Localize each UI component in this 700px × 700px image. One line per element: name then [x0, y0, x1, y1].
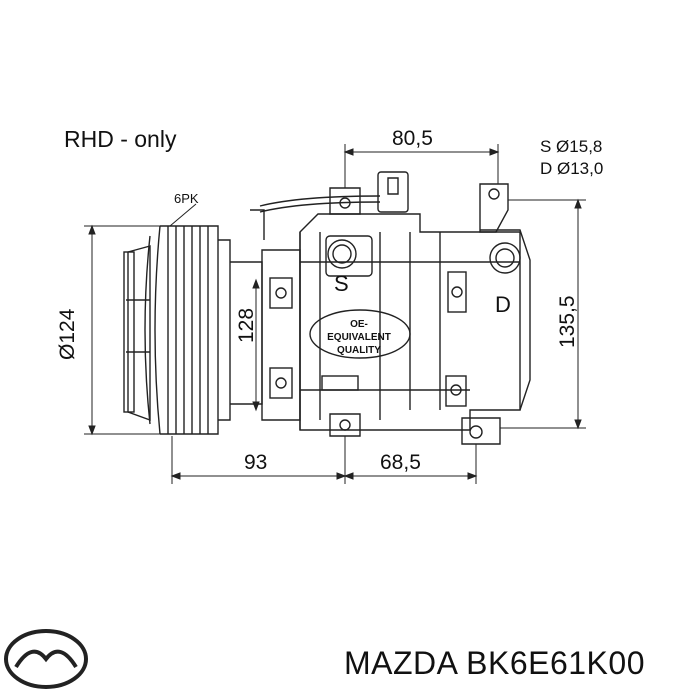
dim-mount-height: 128	[235, 307, 258, 343]
suction-port-marker: S	[334, 271, 349, 296]
dimension-lines	[84, 144, 586, 484]
discharge-port-marker: D	[495, 292, 511, 317]
belt-type-label: 6PK	[174, 191, 199, 206]
mazda-logo-icon	[4, 629, 88, 689]
dim-top-width: 80,5	[392, 127, 433, 150]
dim-body-height: 135,5	[556, 295, 579, 348]
discharge-port-spec: D Ø13,0	[540, 159, 604, 178]
dim-rear-length: 68,5	[380, 451, 421, 474]
compressor-body	[299, 213, 521, 431]
electrical-connector	[250, 171, 409, 240]
pulley	[123, 225, 231, 435]
dim-pulley-diameter: Ø124	[56, 308, 79, 360]
brand-part-caption: MAZDA BK6E61K00	[344, 645, 645, 682]
dim-front-length: 93	[244, 451, 268, 474]
part-number: BK6E61K00	[466, 645, 645, 681]
quality-stamp-line-2: EQUIVALENT	[327, 332, 391, 343]
brand-name: MAZDA	[344, 645, 457, 681]
rear-housing	[329, 183, 531, 445]
quality-stamp-line-1: OE-	[350, 319, 368, 330]
drive-side-label: RHD - only	[64, 126, 177, 152]
suction-port-spec: S Ø15,8	[540, 137, 603, 156]
quality-stamp-line-3: QUALITY	[337, 345, 381, 356]
